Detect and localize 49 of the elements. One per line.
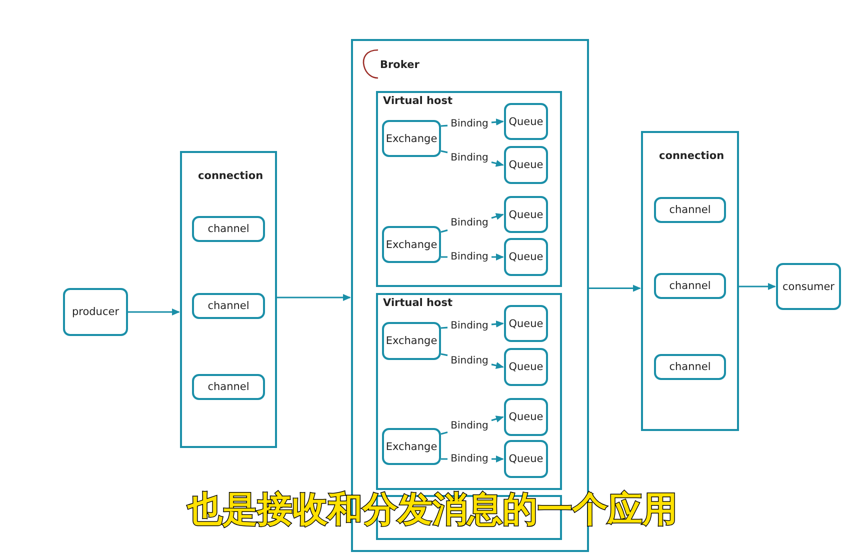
container-title: connection xyxy=(659,150,724,162)
process-box: producer xyxy=(63,288,128,336)
arrow xyxy=(440,118,504,127)
arrow xyxy=(440,353,504,369)
edge-label: Binding xyxy=(450,216,490,230)
process-box: Queue xyxy=(504,305,548,342)
container-box xyxy=(641,131,739,431)
container-box xyxy=(180,151,277,448)
container-title: connection xyxy=(198,170,264,182)
process-box: channel xyxy=(654,273,726,299)
arrow xyxy=(739,283,776,290)
edge-label: Binding xyxy=(450,452,490,466)
process-box: consumer xyxy=(776,263,841,310)
process-box: Queue xyxy=(504,348,548,386)
edge-label: Binding xyxy=(450,250,490,264)
process-box: channel xyxy=(654,197,726,223)
arrow xyxy=(440,150,504,167)
process-box: Exchange xyxy=(382,226,441,263)
arrow xyxy=(440,416,504,435)
arrow xyxy=(589,284,641,292)
arrow xyxy=(440,213,504,233)
process-box: Queue xyxy=(504,146,548,184)
edge-label: Binding xyxy=(450,319,490,332)
arrow xyxy=(440,254,504,260)
edge-label: Binding xyxy=(450,419,490,432)
container-title: Virtual host xyxy=(383,297,453,309)
process-box: Queue xyxy=(504,398,548,436)
arrow xyxy=(277,294,351,301)
container-title: Broker xyxy=(380,59,420,71)
process-box: channel xyxy=(192,216,265,242)
process-box: Exchange xyxy=(382,428,441,465)
edge-label: Binding xyxy=(450,117,490,130)
process-box: Queue xyxy=(504,103,548,140)
edge-label: Binding xyxy=(450,152,490,164)
process-box: Queue xyxy=(504,440,548,478)
container-box xyxy=(376,293,562,490)
edge-label: Binding xyxy=(450,354,490,367)
process-box: channel xyxy=(654,354,726,380)
arrow xyxy=(440,320,504,329)
process-box: channel xyxy=(192,374,265,400)
process-box: Queue xyxy=(504,196,548,233)
container-title: Virtual host xyxy=(383,95,453,107)
arrow xyxy=(128,308,180,316)
process-box: channel xyxy=(192,293,265,319)
process-box: Exchange xyxy=(382,322,441,360)
container-box xyxy=(376,91,562,287)
process-box: Exchange xyxy=(382,120,441,157)
process-box: Queue xyxy=(504,238,548,276)
arrow xyxy=(440,456,504,462)
